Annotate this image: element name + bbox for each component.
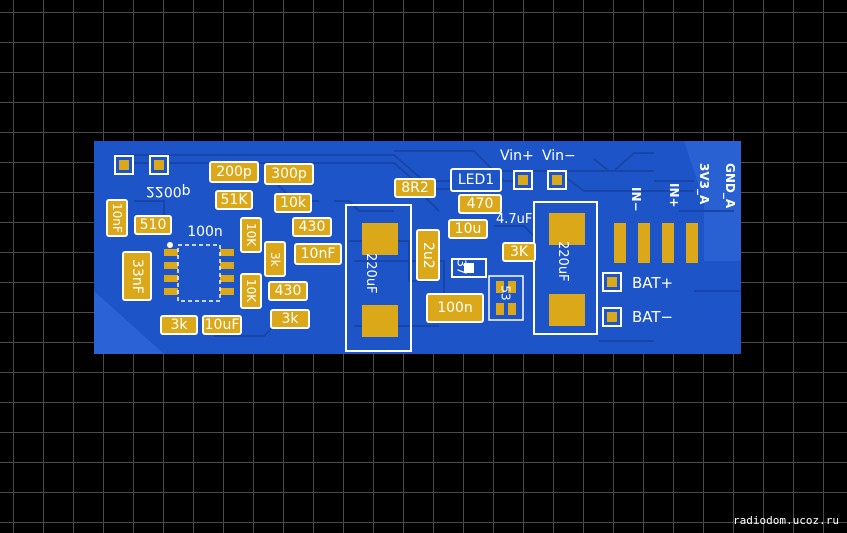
bat-minus-pad[interactable] [602,307,622,327]
res-3k-b[interactable]: 3k [270,309,310,329]
cap-100n-b[interactable]: 100n [426,293,484,323]
board-copper-traces [94,141,741,354]
res-51k[interactable]: 51K [215,190,253,210]
3v3-a-label: 3V3_A [697,163,711,205]
res-8r2[interactable]: 8R2 [394,178,436,198]
bat-minus-label: BAT− [632,308,674,326]
test-pad-1[interactable] [114,155,134,175]
res-430-b[interactable]: 430 [268,281,308,301]
cap-10nf-b[interactable]: 10nF [294,243,342,265]
cap-10uf[interactable]: 10uF [202,315,242,335]
cap-220uf-a-label: 220uF [363,253,378,294]
ic-53-label: 53 [498,285,513,301]
test-pad-2[interactable] [149,155,169,175]
pcb-board[interactable]: 200p 300p 51K 10k 2200p 10nF 510 100n 10… [94,141,741,354]
inductor-37-label: 37 [454,259,469,275]
cap-300p[interactable]: 300p [264,163,314,185]
vin-plus-pad[interactable] [513,170,533,190]
in-plus-label: IN+ [667,183,681,208]
vin-plus-label: Vin+ [500,148,534,164]
in-minus-label: IN− [629,187,643,212]
cap-10u[interactable]: 10u [448,219,488,239]
bat-plus-pad[interactable] [602,272,622,292]
res-470[interactable]: 470 [458,194,502,214]
res-10k-c[interactable]: 10K [240,273,262,309]
cap-200p[interactable]: 200p [209,161,259,183]
res-3k-a[interactable]: 3k [264,241,286,277]
cap-10nf-a[interactable]: 10nF [106,199,128,237]
watermark: radiodom.ucoz.ru [733,514,839,527]
res-510[interactable]: 510 [134,215,172,235]
bat-plus-label: BAT+ [632,274,674,292]
gnd-a-label: GND_A [723,163,737,209]
res-10k-a[interactable]: 10k [274,193,312,213]
cap-220uf-b-label: 220uF [555,241,570,282]
cap-4-7uf-label: 4.7uF [496,212,533,227]
res-430-a[interactable]: 430 [292,217,332,237]
res-10k-b[interactable]: 10K [240,217,262,253]
cap-2u2[interactable]: 2u2 [416,229,440,281]
vin-minus-label: Vin− [542,148,576,164]
res-3k-d[interactable]: 3K [502,242,536,262]
led1[interactable]: LED1 [450,168,502,192]
cap-2200p-label: 2200p [146,183,191,199]
vin-minus-pad[interactable] [547,170,567,190]
cap-33nf[interactable]: 33nF [122,251,152,301]
res-3k-c[interactable]: 3k [160,315,198,335]
cap-100n-a[interactable]: 100n [187,224,223,240]
